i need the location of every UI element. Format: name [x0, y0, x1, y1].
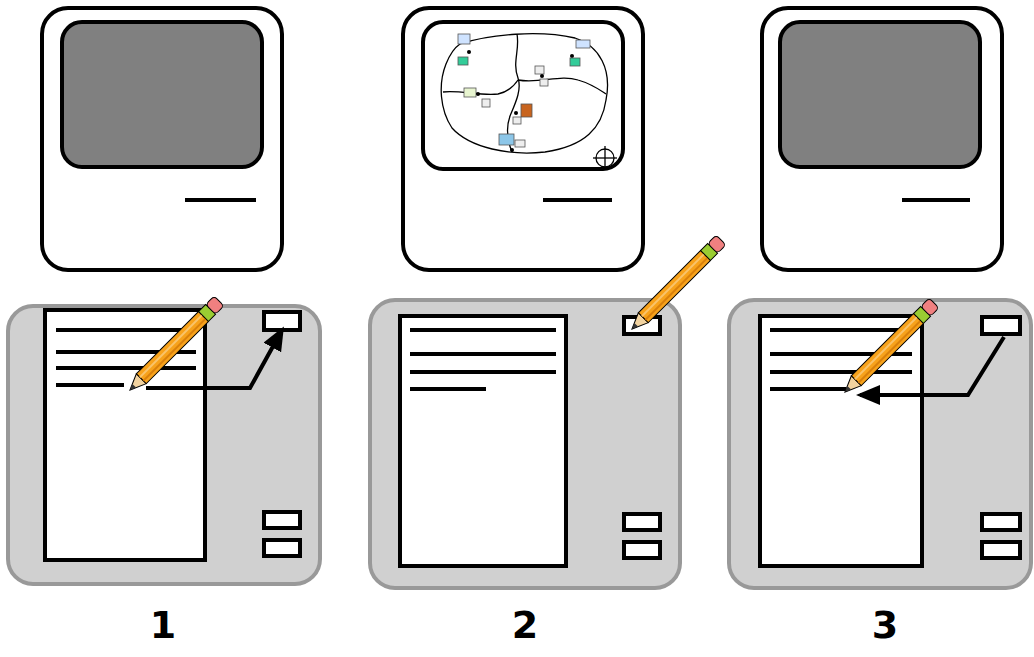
panel-number: 2 — [512, 606, 538, 644]
computer-2 — [403, 8, 643, 270]
computer-1 — [42, 8, 282, 270]
computer-3 — [762, 8, 1002, 270]
tablet-2 — [370, 235, 726, 588]
tablet-1 — [8, 296, 320, 584]
tablet-3 — [729, 298, 1031, 588]
map — [441, 34, 617, 170]
panel-number: 1 — [150, 606, 176, 644]
map-icons — [458, 34, 590, 152]
panel-number: 3 — [872, 606, 898, 644]
